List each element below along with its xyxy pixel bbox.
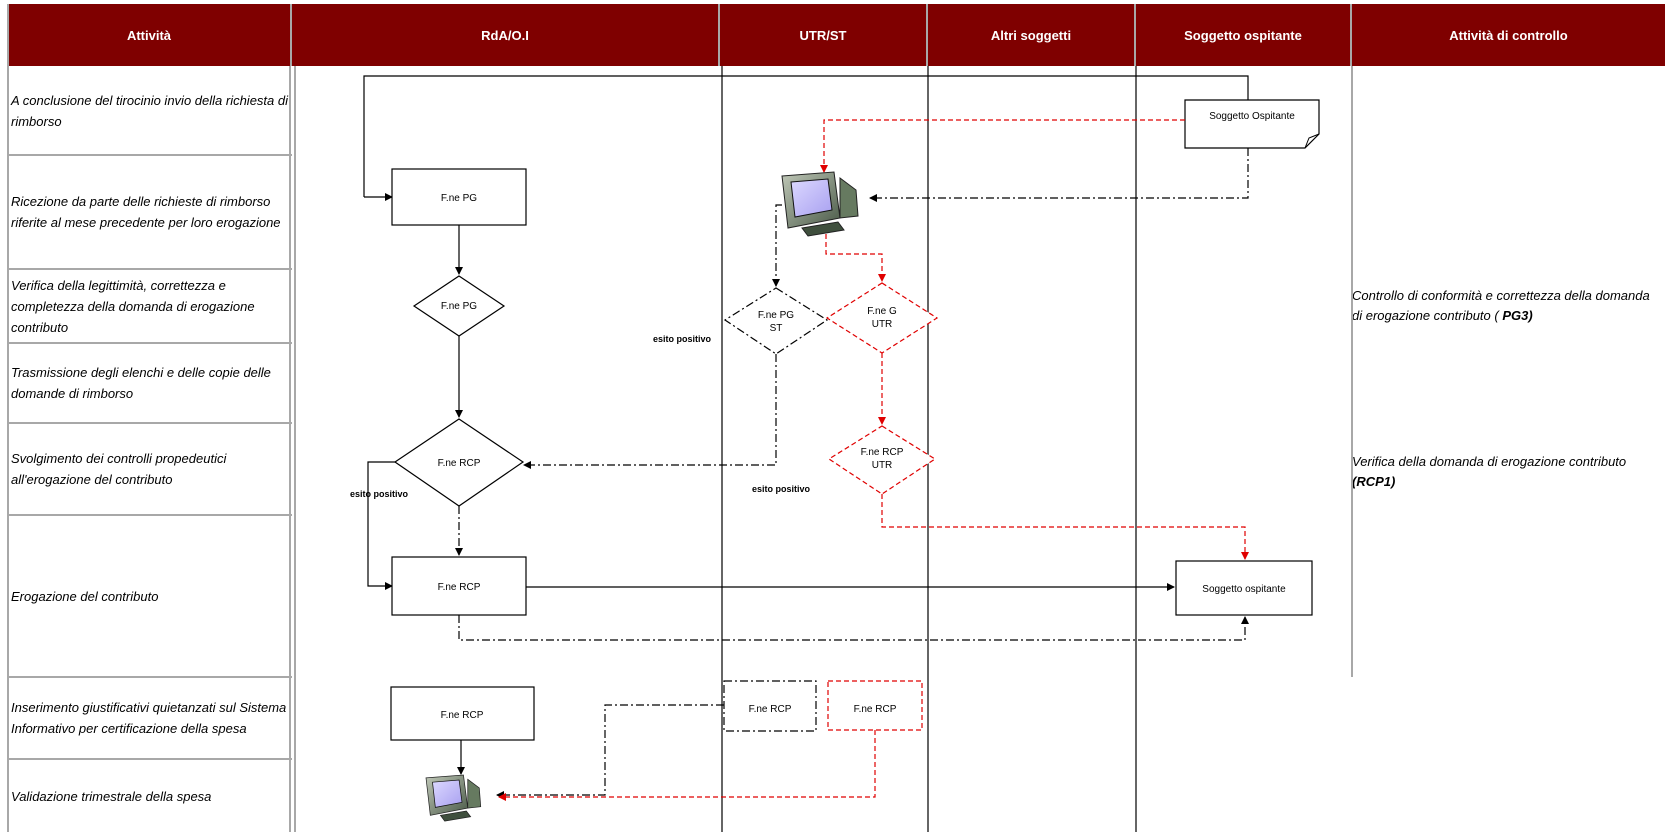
- document-label: Soggetto Ospitante: [1209, 111, 1295, 122]
- label-esito-positivo-3: esito positivo: [752, 484, 811, 494]
- control-rcp1-text: Verifica della domanda di erogazione con…: [1352, 454, 1627, 469]
- activity-1: A conclusione del tirocinio invio della …: [11, 93, 288, 129]
- computer-monitor-icon: [781, 171, 859, 237]
- diamond-pg-st-line1: F.ne PG: [758, 310, 794, 321]
- box-fne-rcp-red-label: F.ne RCP: [854, 704, 897, 715]
- box-fne-rcp-red: F.ne RCP: [827, 680, 923, 731]
- flow-rcp-diamond-to-rcp-box: [367, 461, 395, 590]
- red-flow-computer-to-g-utr: [825, 234, 886, 282]
- lane-separators: [721, 66, 1137, 832]
- flow-rcp-bottom-to-soggetto: [458, 615, 1249, 641]
- control-pg3-text: Controllo di conformità e correttezza de…: [1352, 288, 1650, 323]
- diamond-pg-st-line2: ST: [770, 323, 783, 334]
- control-rcp1-code: (RCP1): [1352, 474, 1396, 489]
- diamond-rcp-utr-line1: F.ne RCP: [861, 447, 904, 458]
- control-pg3: Controllo di conformità e correttezza de…: [1352, 286, 1657, 326]
- computer-monitor-icon: [425, 774, 482, 822]
- red-flow-rect-to-computer: [498, 730, 876, 801]
- label-esito-positivo-1: esito positivo: [653, 334, 712, 344]
- header-rda-oi: RdA/O.I: [292, 4, 720, 66]
- box-fne-pg-label: F.ne PG: [441, 193, 477, 204]
- header-attivita: Attività: [8, 4, 292, 66]
- box-fne-pg: F.ne PG: [391, 168, 527, 226]
- diamond-fne-pg-label: F.ne PG: [441, 301, 477, 312]
- box-fne-rcp: F.ne RCP: [391, 556, 527, 616]
- header-utr-st: UTR/ST: [720, 4, 928, 66]
- header-attivita-controllo: Attività di controllo: [1352, 4, 1665, 66]
- flow-utr-rect-to-computer: [496, 704, 724, 799]
- red-flow-rcp-utr-to-soggetto: [881, 494, 1249, 560]
- activity-2: Ricezione da parte delle richieste di ri…: [11, 194, 281, 230]
- header-soggetto-ospitante: Soggetto ospitante: [1136, 4, 1352, 66]
- activity-8: Validazione trimestrale della spesa: [11, 788, 212, 804]
- box-fne-rcp-bottom-label: F.ne RCP: [441, 710, 484, 721]
- box-fne-rcp-label: F.ne RCP: [438, 582, 481, 593]
- diamond-fne-rcp-label: F.ne RCP: [438, 458, 481, 469]
- box-fne-rcp-utr: F.ne RCP: [723, 680, 817, 732]
- flow-doc-to-computer: [869, 148, 1249, 202]
- box-soggetto-label: Soggetto ospitante: [1202, 584, 1286, 595]
- flow-pg-st-to-rcp: [523, 354, 777, 469]
- header-altri-soggetti: Altri soggetti: [928, 4, 1136, 66]
- activity-7: Inserimento giustificativi quietanzati s…: [11, 700, 287, 736]
- diamond-fne-g-utr: F.ne G UTR: [825, 282, 939, 354]
- red-flow-doc-to-computer: [820, 119, 1185, 173]
- activity-5: Svolgimento dei controlli propedeutici a…: [11, 451, 227, 487]
- box-soggetto-ospitante: Soggetto ospitante: [1175, 560, 1313, 616]
- flow-computer-to-pg-st: [772, 204, 782, 287]
- box-fne-rcp-bottom: F.ne RCP: [390, 686, 535, 741]
- control-rcp1: Verifica della domanda di erogazione con…: [1352, 452, 1657, 492]
- label-esito-positivo-2: esito positivo: [350, 489, 409, 499]
- diamond-rcp-utr-line2: UTR: [872, 460, 893, 471]
- document-soggetto-ospitante: Soggetto Ospitante: [1184, 99, 1320, 149]
- diamond-fne-rcp-utr: F.ne RCP UTR: [827, 425, 937, 495]
- control-pg3-code: PG3): [1502, 308, 1533, 323]
- loop-connector: [363, 75, 1249, 201]
- grid-lines: [7, 4, 1353, 832]
- diamond-g-utr-line2: UTR: [872, 319, 893, 330]
- diamond-fne-rcp: F.ne RCP: [393, 418, 525, 507]
- diamond-fne-pg: F.ne PG: [412, 275, 506, 337]
- activity-3: Verifica della legittimità, correttezza …: [11, 277, 255, 335]
- activity-6: Erogazione del contributo: [11, 588, 159, 604]
- activity-4: Trasmissione degli elenchi e delle copie…: [11, 365, 271, 401]
- diamond-g-utr-line1: F.ne G: [867, 306, 897, 317]
- box-fne-rcp-utr-label: F.ne RCP: [749, 704, 792, 715]
- diamond-fne-pg-st: F.ne PG ST: [723, 287, 829, 355]
